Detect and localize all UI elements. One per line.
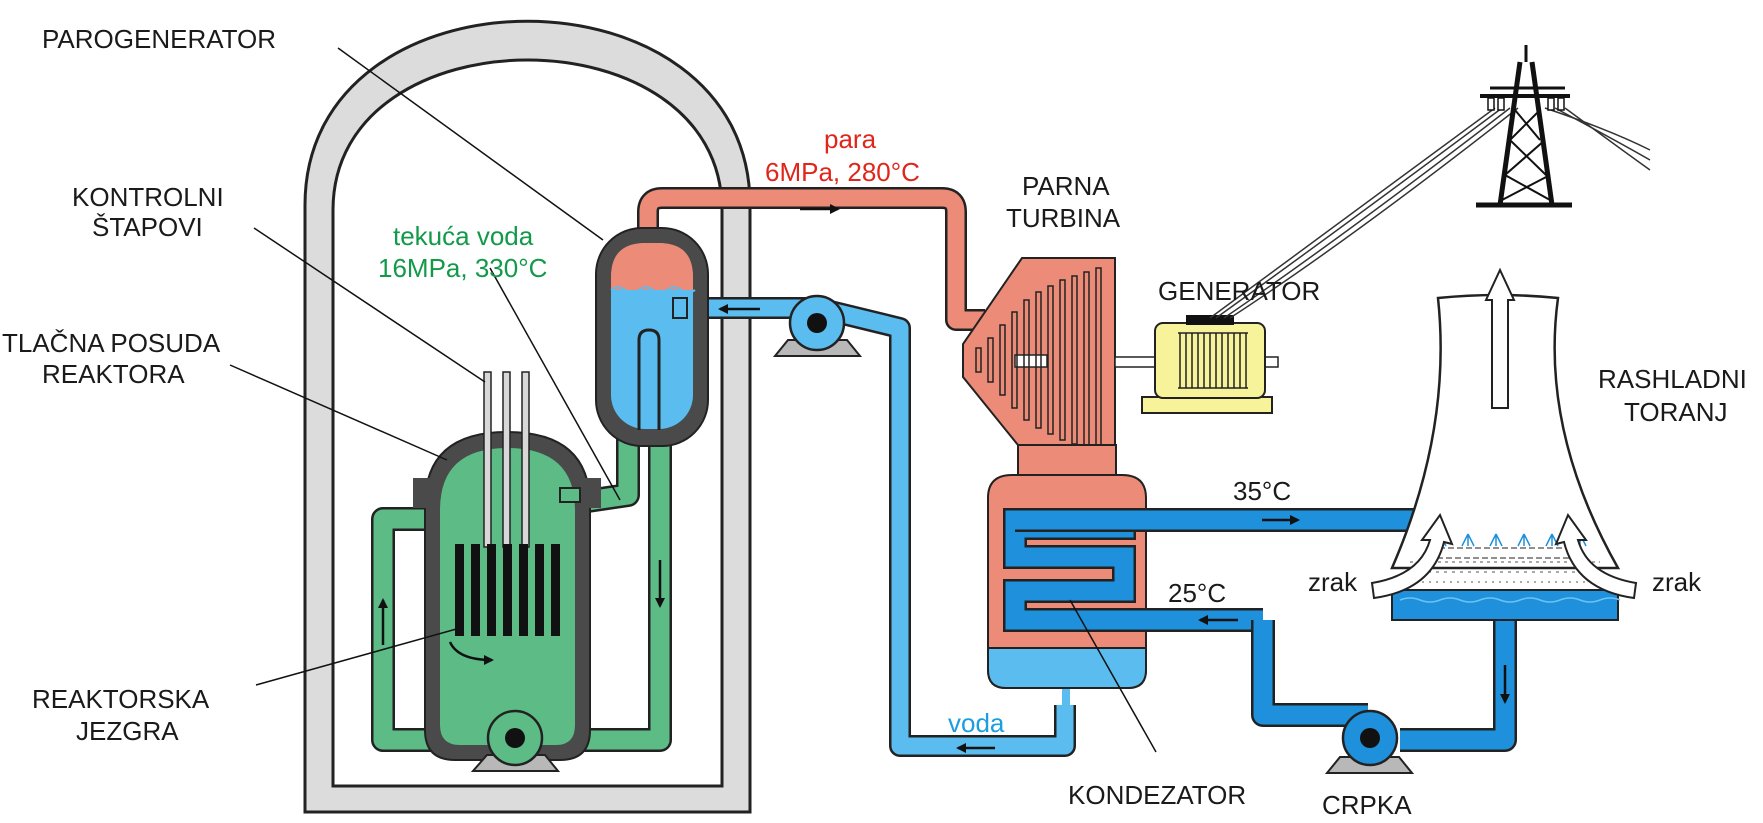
leader-lines bbox=[229, 47, 1157, 753]
generator-unit bbox=[1114, 315, 1279, 414]
control-rods bbox=[483, 371, 530, 548]
steam-turbine bbox=[962, 257, 1116, 453]
insulators bbox=[1487, 97, 1565, 111]
cooling-pump bbox=[1324, 709, 1415, 774]
steam-pipe bbox=[637, 187, 985, 331]
label-temp-hot: 35°C bbox=[1233, 476, 1291, 506]
label-generator: GENERATOR bbox=[1158, 276, 1320, 306]
label-zrak-left: zrak bbox=[1308, 567, 1358, 597]
label-parna-1: PARNA bbox=[1022, 171, 1110, 201]
label-reaktorska-2: JEZGRA bbox=[76, 716, 179, 746]
label-kondezator: KONDEZATOR bbox=[1068, 780, 1246, 810]
label-rashladni-1: RASHLADNI bbox=[1598, 364, 1747, 394]
label-parna-2: TURBINA bbox=[1006, 203, 1121, 233]
cooling-water-pipe bbox=[1003, 508, 1583, 752]
steam-generator bbox=[595, 227, 709, 447]
pylon bbox=[1476, 45, 1572, 208]
primary-pump bbox=[470, 709, 561, 772]
reactor-core bbox=[448, 544, 560, 665]
label-para-2: 6MPa, 280°C bbox=[765, 157, 920, 187]
label-tlacna-2: REAKTORA bbox=[42, 359, 185, 389]
label-temp-cold: 25°C bbox=[1168, 578, 1226, 608]
label-tekuca-2: 16MPa, 330°C bbox=[378, 253, 547, 283]
label-parogenerator: PAROGENERATOR bbox=[42, 24, 276, 54]
label-tekuca-1: tekuća voda bbox=[393, 221, 534, 251]
label-voda: voda bbox=[948, 708, 1005, 738]
label-para-1: para bbox=[824, 124, 877, 154]
label-kontrolni-1: KONTROLNI bbox=[72, 182, 224, 212]
label-crpka: CRPKA bbox=[1322, 790, 1412, 818]
label-reaktorska-1: REAKTORSKA bbox=[32, 684, 210, 714]
power-lines bbox=[1209, 107, 1651, 319]
label-zrak-right: zrak bbox=[1652, 567, 1702, 597]
label-kontrolni-2: ŠTAPOVI bbox=[92, 212, 203, 242]
feedwater-pump bbox=[772, 294, 863, 357]
label-tlacna-1: TLAČNA POSUDA bbox=[2, 328, 221, 358]
label-rashladni-2: TORANJ bbox=[1624, 397, 1728, 427]
cooling-tower bbox=[1370, 267, 1638, 621]
